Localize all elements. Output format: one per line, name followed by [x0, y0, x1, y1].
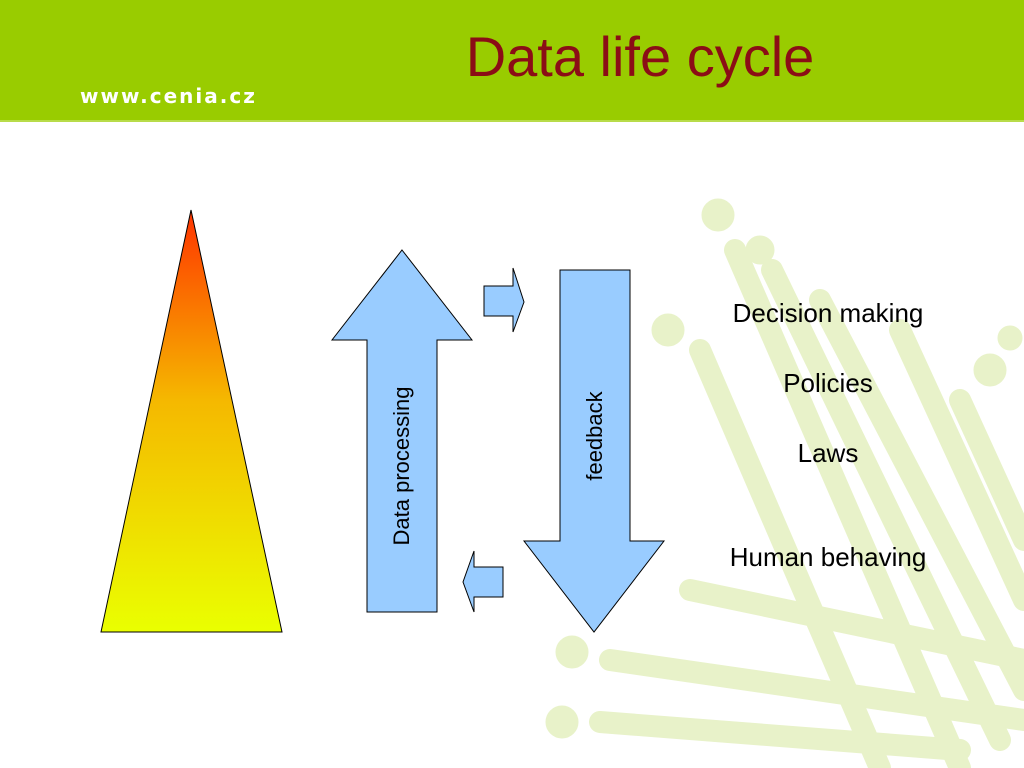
burst-ray: [599, 649, 1024, 731]
item-laws: Laws: [797, 438, 859, 468]
burst-ray: [589, 711, 971, 761]
burst-ray: [809, 289, 1024, 701]
gradient-triangle: [100, 209, 283, 633]
burst-dot: [973, 353, 1007, 387]
data-processing-arrow: [330, 249, 474, 613]
burst-ray: [761, 259, 1011, 751]
item-human-behaving: Human behaving: [729, 542, 927, 572]
burst-ray: [949, 389, 1024, 551]
small-left-arrow: [462, 550, 504, 613]
burst-ray: [889, 319, 1024, 611]
small-right-arrow: [483, 267, 525, 333]
header-divider: [0, 120, 1024, 122]
slide-title: Data life cycle: [465, 25, 815, 88]
decorative-starburst: [545, 198, 1024, 768]
burst-dot: [555, 635, 589, 669]
burst-dot: [545, 705, 579, 739]
burst-ray: [724, 239, 971, 768]
item-policies: Policies: [783, 368, 873, 398]
website-logo-text: www.cenia.cz: [80, 84, 257, 108]
item-decision-making: Decision making: [732, 298, 924, 328]
burst-dot: [651, 313, 685, 347]
burst-dot: [701, 198, 735, 232]
burst-dot: [997, 325, 1023, 351]
data-processing-label: Data processing: [389, 386, 414, 546]
feedback-label: feedback: [582, 391, 607, 481]
burst-ray: [679, 579, 1024, 671]
feedback-arrow: [522, 269, 666, 633]
header-bar: [0, 0, 1024, 120]
